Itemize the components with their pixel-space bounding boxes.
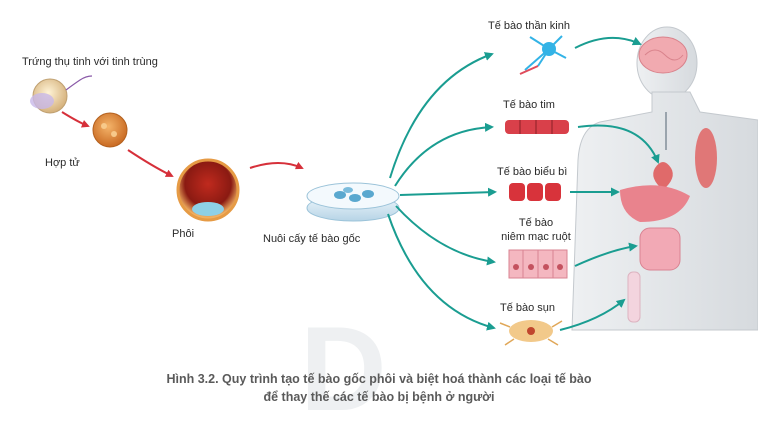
arrow-dish-to-epithelial: [399, 187, 497, 197]
arrow-intestine-to-body: [574, 242, 638, 267]
label-intestinal-cell-line2: niêm mạc ruột: [501, 231, 571, 243]
arrow-dish-to-heart: [394, 122, 494, 187]
human-body-figure: [571, 26, 758, 331]
arrow-egg-to-zygote: [61, 111, 90, 128]
arrow-cartilage-to-bone: [559, 298, 626, 331]
label-heart-cell: Tế bào tim: [503, 99, 555, 111]
arrow-zygote-to-embryo: [127, 149, 174, 177]
arrow-dish-to-nerve: [389, 52, 494, 179]
label-zygote: Hợp tử: [45, 157, 80, 169]
fertilized-egg: [30, 75, 93, 114]
embryo-blastocyst: [176, 158, 240, 222]
nerve-cell-icon: [519, 35, 567, 75]
stem-cell-diagram: D: [22, 20, 758, 436]
label-culture: Nuôi cấy tế bào gốc: [263, 233, 361, 245]
intestinal-cell-icon: [508, 249, 568, 279]
arrow-heart-to-body: [577, 124, 660, 164]
zygote-cell: [92, 112, 128, 148]
figure-caption-line2: để thay thế các tế bào bị bệnh ở người: [263, 390, 495, 404]
arrow-dish-to-intestine: [395, 205, 496, 266]
label-embryo: Phôi: [172, 228, 195, 240]
petri-dish: [306, 182, 400, 222]
label-epithelial-cell: Tế bào biểu bì: [497, 166, 568, 178]
epithelial-cell-icon: [509, 183, 561, 201]
heart-cell-icon: [505, 120, 569, 134]
label-egg-sperm: Trứng thụ tinh với tinh trùng: [22, 56, 158, 68]
label-cartilage-cell: Tế bào sụn: [500, 302, 556, 314]
figure-caption-line1: Hình 3.2. Quy trình tạo tế bào gốc phôi …: [166, 372, 592, 386]
arrow-dish-to-cartilage: [387, 213, 496, 331]
label-nerve-cell: Tế bào thần kinh: [488, 20, 570, 32]
arrow-nerve-to-brain: [574, 36, 642, 49]
label-intestinal-cell-line1: Tế bào: [518, 217, 554, 229]
background-watermark: D: [300, 302, 387, 436]
cartilage-cell-icon: [499, 320, 563, 346]
arrow-embryo-to-dish: [249, 161, 304, 170]
